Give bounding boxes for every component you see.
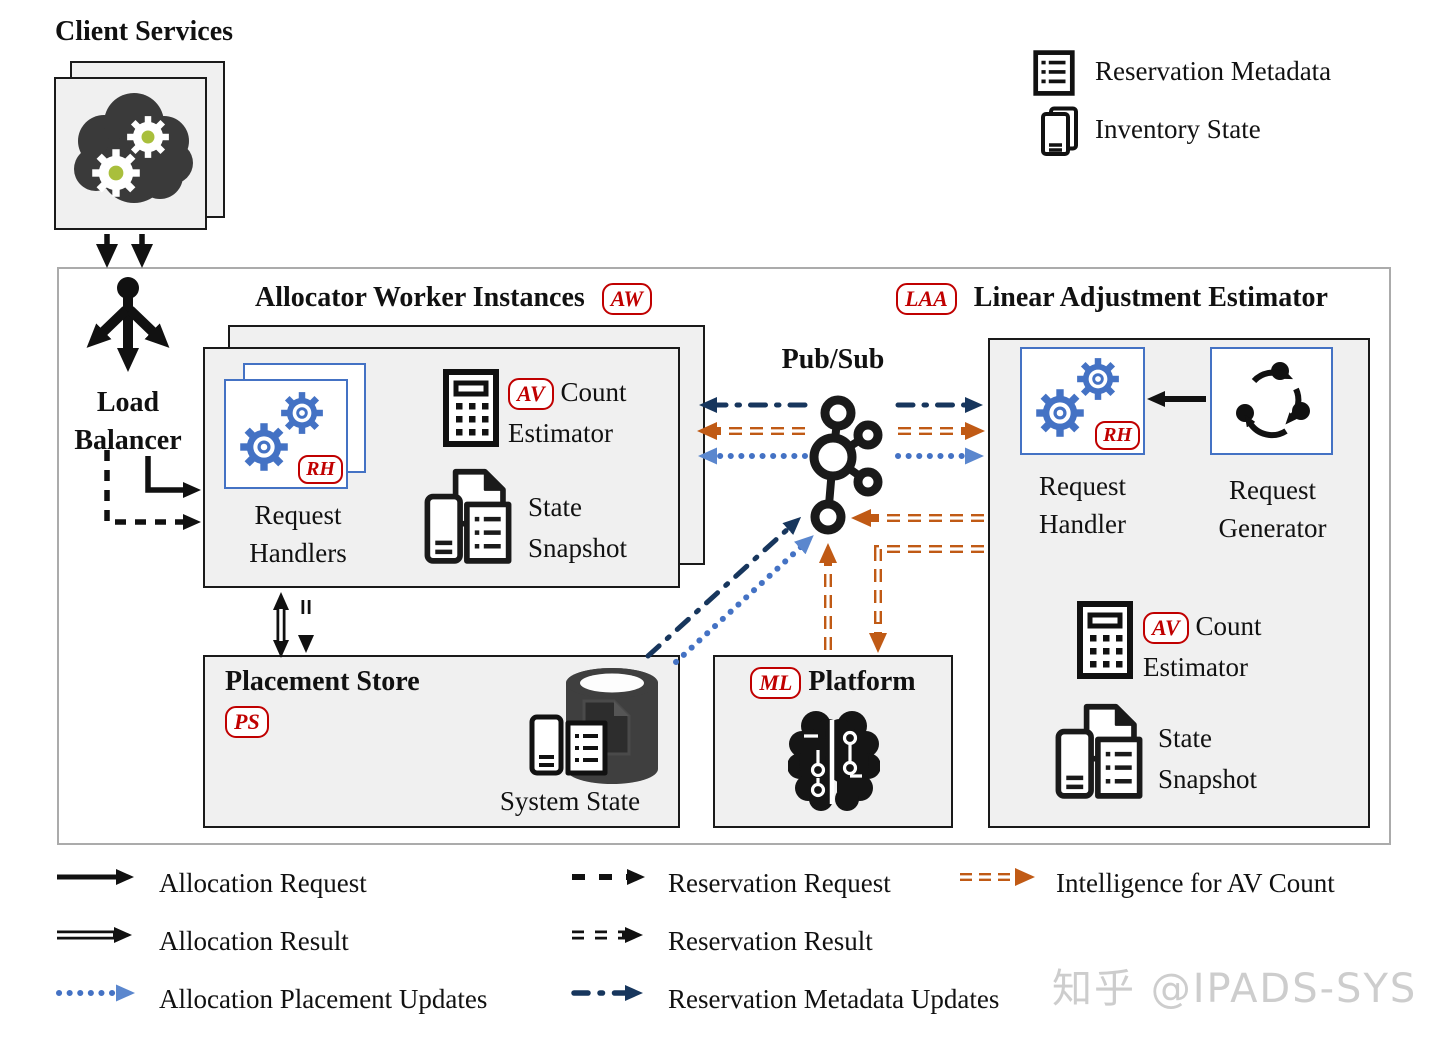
laa-request-handler-label: Request Handler [1039, 471, 1126, 539]
rh-badge: RH [298, 455, 343, 484]
double-dash-orange-arrow-sample [960, 868, 1035, 886]
legend-inventory-state: Inventory State [1095, 114, 1261, 144]
laa-badge: LAA [896, 283, 957, 315]
laa-count-estimator-label: Count Estimator [1143, 611, 1262, 682]
calculator-icon [1077, 600, 1133, 680]
double-line-arrow-sample [57, 927, 132, 943]
pubsub-title: Pub/Sub [781, 344, 885, 375]
legend-row: Allocation Placement Updates [55, 984, 487, 1018]
legend-label: Allocation Request [159, 868, 367, 898]
laa-request-handler-card: RH [1020, 347, 1145, 455]
state-snapshot-icon [1055, 703, 1143, 803]
double-dash-arrow-sample [572, 927, 643, 943]
legend-label: Reservation Result [668, 926, 873, 956]
client-services-title: Client Services [55, 16, 234, 47]
dashed-arrow-sample [572, 869, 645, 885]
laa-state-snapshot-label: State Snapshot [1158, 723, 1258, 794]
rh-badge: RH [1095, 421, 1140, 450]
inventory-state-icon [1041, 106, 1078, 156]
client-services-card [54, 77, 207, 230]
legend-label: Reservation Metadata Updates [668, 984, 1000, 1014]
legend-row: Allocation Request [55, 868, 367, 902]
legend-row: Reservation Result [570, 926, 873, 960]
laa-count-estimator: AV Count Estimator [1143, 606, 1303, 687]
laa-title-text: Linear Adjustment Estimator [973, 282, 1328, 313]
calculator-icon [443, 368, 499, 448]
database-icon [529, 668, 658, 784]
placement-store-title: Placement Store [225, 666, 420, 697]
reservation-metadata-icon [1033, 50, 1075, 96]
aw-count-estimator: AV Count Estimator [508, 372, 673, 453]
legend-row: Reservation Metadata Updates [570, 984, 999, 1018]
av-badge: AV [1143, 612, 1189, 644]
dotted-blue-arrow-sample [56, 984, 135, 1002]
legend-row: Allocation Result [55, 926, 349, 960]
aw-state-snapshot-label: State Snapshot [528, 492, 628, 563]
legend-label: Allocation Result [159, 926, 349, 956]
load-balancer-label: Load Balancer [74, 387, 182, 456]
system-state-label: System State [499, 786, 641, 816]
aw-title: Allocator Worker Instances AW [255, 282, 652, 315]
watermark: 知乎 @IPADS-SYS [1052, 966, 1418, 1012]
legend-row: Intelligence for AV Count [958, 868, 1335, 902]
aw-request-handlers-card: RH [224, 379, 348, 489]
ml-badge: ML [750, 667, 802, 699]
cloud-services-icon [74, 93, 193, 203]
laa-request-generator-card [1210, 347, 1333, 455]
legend-label: Intelligence for AV Count [1056, 868, 1335, 898]
legend-label: Reservation Request [668, 868, 891, 898]
legend-label: Allocation Placement Updates [159, 984, 488, 1014]
ps-badge: PS [225, 706, 269, 738]
av-badge: AV [508, 378, 554, 410]
aw-title-text: Allocator Worker Instances [255, 282, 585, 313]
ml-platform-title-text: Platform [808, 666, 916, 697]
legend-row: Reservation Request [570, 868, 891, 902]
cycle-icon [1236, 362, 1310, 439]
gear-icon [92, 149, 140, 197]
laa-request-generator-label: Request Generator [1218, 475, 1327, 543]
state-snapshot-icon [424, 468, 512, 568]
legend-reservation-metadata: Reservation Metadata [1095, 56, 1332, 86]
aw-count-estimator-label: Count Estimator [508, 377, 627, 448]
ai-brain-icon [788, 711, 880, 811]
ml-platform-title: ML Platform [713, 666, 953, 699]
dashdot-navy-arrow-sample [571, 985, 643, 1001]
solid-arrow-sample [57, 869, 134, 885]
aw-request-handlers-label: Request Handlers [249, 500, 347, 568]
gear-icon [127, 116, 169, 158]
laa-title: LAA Linear Adjustment Estimator [896, 282, 1328, 315]
aw-badge: AW [601, 283, 652, 315]
